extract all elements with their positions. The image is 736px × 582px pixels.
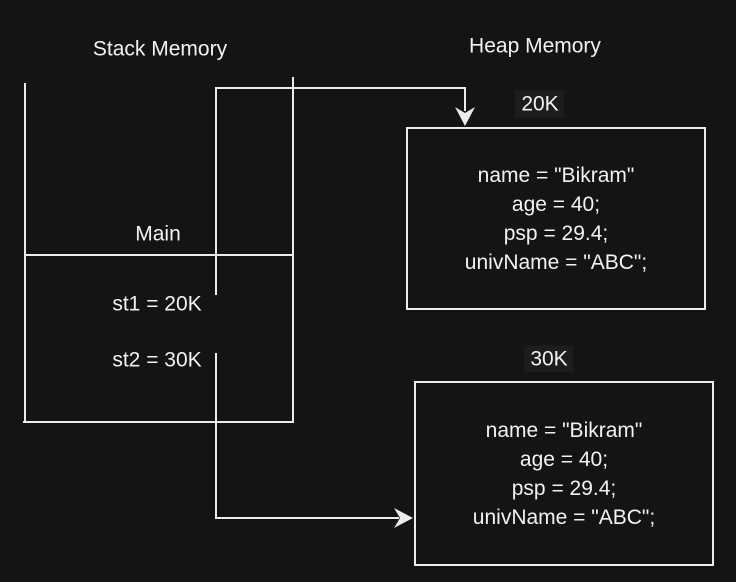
heap-block-20k-fields: name = "Bikram" age = 40; psp = 29.4; un… — [407, 128, 705, 309]
heap-address-30k-label: 30K — [524, 345, 574, 373]
stack-memory-title: Stack Memory — [92, 37, 228, 61]
heap-block-20k-box — [406, 127, 706, 310]
st1-arrowhead-down-icon — [455, 107, 475, 126]
field-name: name = "Bikram" — [485, 418, 643, 442]
heap-block-30k-box — [414, 381, 714, 566]
heap-block-30k-fields: name = "Bikram" age = 40; psp = 29.4; un… — [415, 382, 713, 565]
heap-address-20k-label: 20K — [515, 90, 565, 118]
field-univname: univName = "ABC"; — [464, 250, 648, 274]
heap-memory-title: Heap Memory — [469, 34, 601, 58]
stack-frame-main-label: Main — [135, 222, 181, 246]
field-name: name = "Bikram" — [477, 163, 635, 187]
stack-entry-st1-label: st1 = 20K — [112, 292, 202, 316]
st1-to-20k-arrow-line — [215, 87, 466, 295]
field-psp: psp = 29.4; — [511, 476, 617, 500]
field-age: age = 40; — [519, 447, 609, 471]
field-psp: psp = 29.4; — [503, 221, 609, 245]
st2-to-30k-arrow-line — [215, 353, 399, 519]
field-univname: univName = "ABC"; — [472, 505, 656, 529]
stack-entry-st2-label: st2 = 30K — [112, 348, 202, 372]
st2-arrowhead-right-icon — [394, 508, 413, 528]
field-age: age = 40; — [511, 192, 601, 216]
